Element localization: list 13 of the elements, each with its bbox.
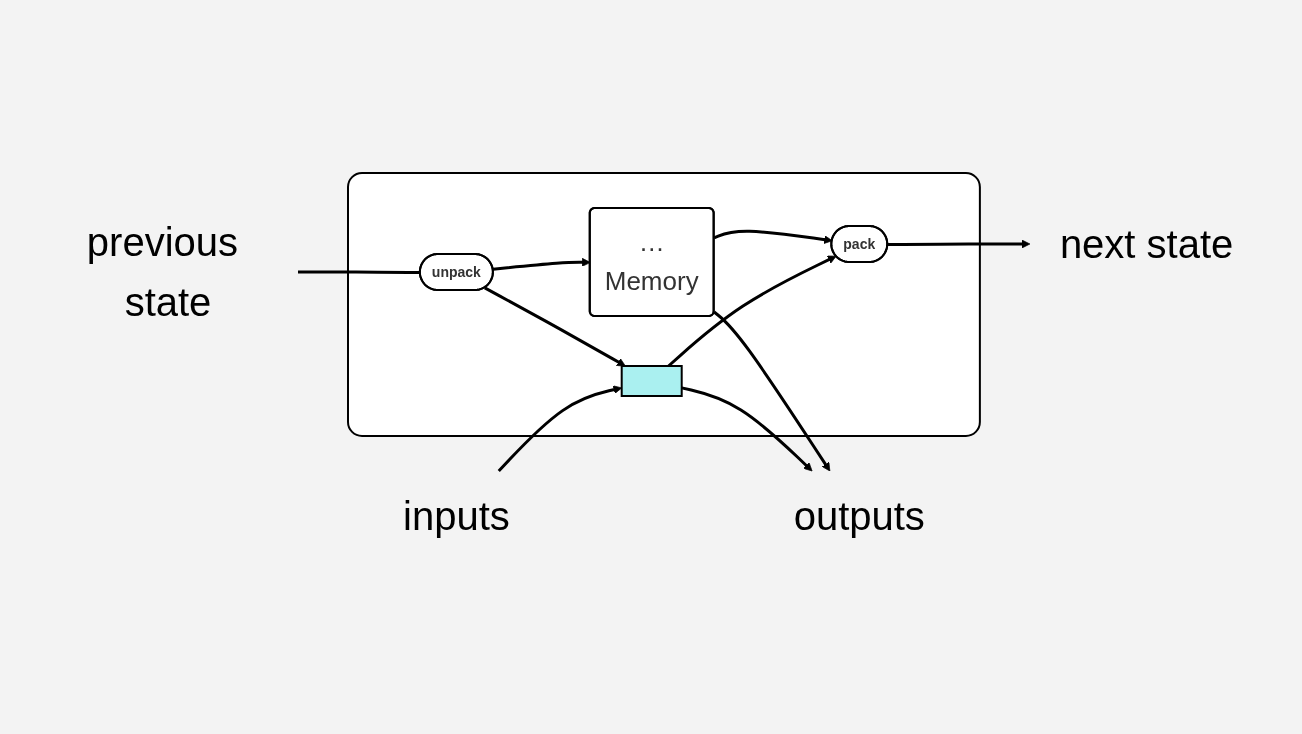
node-bar bbox=[621, 365, 684, 397]
cluster bbox=[347, 172, 982, 437]
node-text: next state bbox=[1060, 222, 1234, 266]
arrow bbox=[888, 239, 1031, 249]
arrow bbox=[667, 255, 837, 368]
arrow bbox=[484, 286, 627, 367]
node-text: inputs bbox=[403, 494, 511, 538]
arrow bbox=[713, 310, 831, 472]
arrow bbox=[498, 385, 623, 473]
node-text: outputs bbox=[794, 494, 926, 538]
node-text: previous state bbox=[87, 220, 239, 324]
arrow bbox=[493, 257, 591, 271]
connector bbox=[298, 270, 421, 274]
